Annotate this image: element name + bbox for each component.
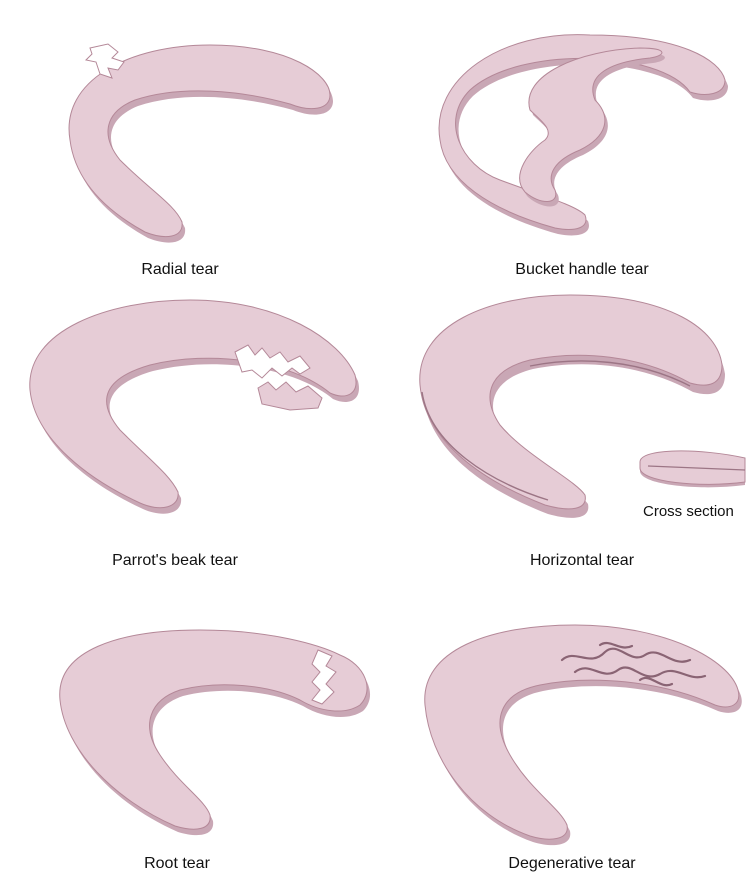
caption-degenerative-tear: Degenerative tear bbox=[508, 856, 635, 872]
root-tear-illustration bbox=[60, 630, 370, 835]
parrots-beak-tear-illustration bbox=[30, 300, 359, 514]
degenerative-tear-illustration bbox=[425, 625, 742, 845]
radial-tear-illustration bbox=[69, 44, 333, 243]
caption-root-tear: Root tear bbox=[144, 856, 210, 872]
parrots-beak-fragment bbox=[258, 382, 322, 410]
horizontal-tear-illustration bbox=[420, 295, 745, 518]
caption-radial-tear: Radial tear bbox=[141, 262, 218, 278]
caption-parrots-beak-tear: Parrot's beak tear bbox=[112, 553, 238, 569]
cross-section-inset bbox=[640, 451, 745, 487]
caption-bucket-handle-tear: Bucket handle tear bbox=[515, 262, 648, 278]
caption-horizontal-tear: Horizontal tear bbox=[530, 553, 634, 569]
caption-cross-section: Cross section bbox=[643, 504, 734, 519]
bucket-handle-tear-illustration bbox=[439, 35, 728, 236]
